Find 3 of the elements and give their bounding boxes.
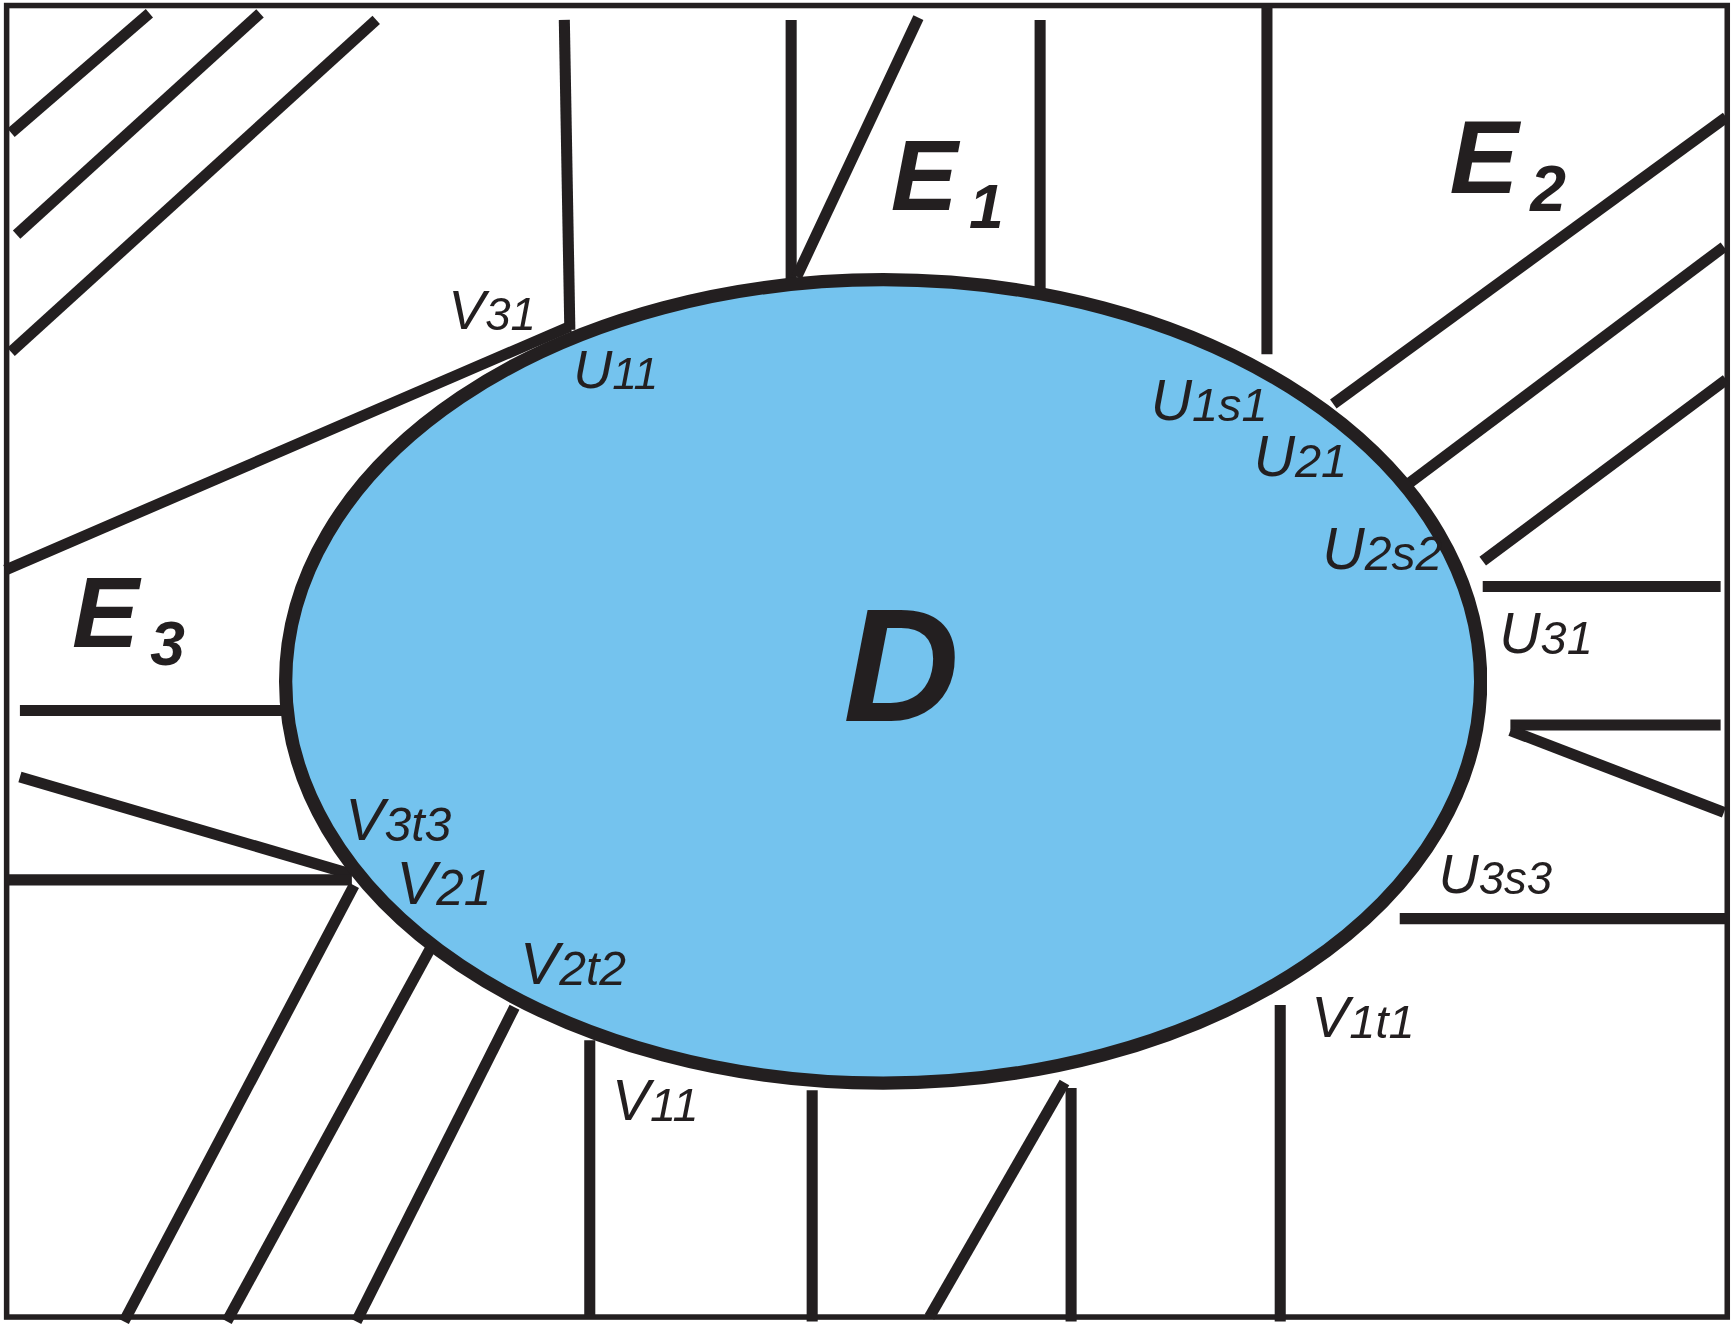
region-label: E$_{1}$	[890, 125, 1004, 226]
region-label: E$_{2}$	[1449, 106, 1566, 210]
region-label: D	[843, 585, 960, 747]
